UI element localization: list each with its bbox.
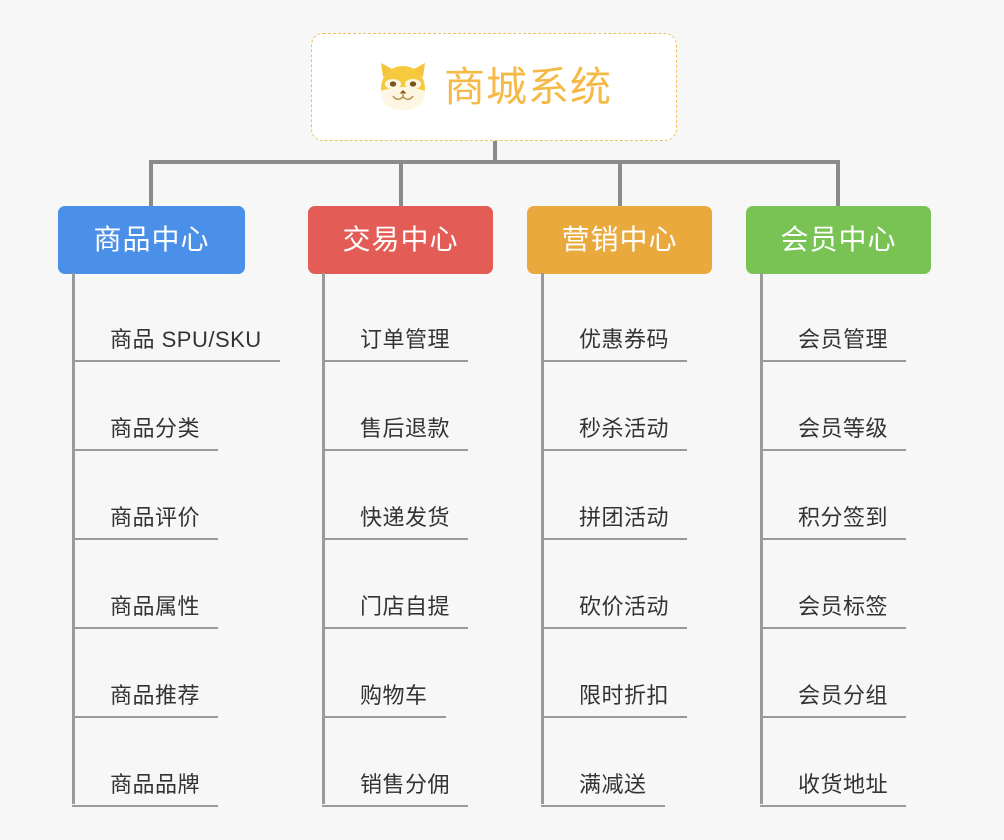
leaf-label: 门店自提 [360, 593, 451, 619]
category-label: 商品中心 [93, 224, 210, 255]
leaf-underline: 商品 SPU/SKU [72, 326, 280, 362]
leaf-underline: 收货地址 [760, 771, 907, 807]
leaf-label: 商品属性 [110, 593, 201, 619]
leaf-label: 会员管理 [798, 326, 889, 352]
leaf-label: 秒杀活动 [579, 415, 670, 441]
leaf-underline: 购物车 [322, 682, 446, 718]
leaf-underline: 商品品牌 [72, 771, 219, 807]
leaf-label: 快递发货 [360, 504, 451, 530]
connector-horizontal-bus [149, 160, 840, 164]
leaf-label: 商品 SPU/SKU [110, 326, 262, 352]
connector-drop-4 [836, 160, 840, 206]
leaf-underline: 商品评价 [72, 504, 219, 540]
category-label: 交易中心 [342, 224, 459, 255]
leaf-underline: 订单管理 [322, 326, 469, 362]
leaf-underline: 满减送 [541, 771, 665, 807]
leaf-label: 满减送 [579, 771, 647, 797]
shiba-dog-face-icon [376, 61, 430, 113]
leaf-underline: 销售分佣 [322, 771, 469, 807]
leaf-label: 积分签到 [798, 504, 889, 530]
category-label: 营销中心 [561, 224, 678, 255]
leaf-underline: 售后退款 [322, 415, 469, 451]
category-box-products[interactable]: 商品中心 [58, 206, 245, 274]
leaf-label: 售后退款 [360, 415, 451, 441]
connector-drop-1 [149, 160, 153, 206]
root-node[interactable]: 商城系统 [311, 33, 677, 141]
leaf-label: 优惠券码 [579, 326, 670, 352]
leaf-label: 会员标签 [798, 593, 889, 619]
leaf-label: 商品分类 [110, 415, 201, 441]
category-box-member[interactable]: 会员中心 [746, 206, 931, 274]
category-box-trade[interactable]: 交易中心 [308, 206, 493, 274]
leaf-underline: 会员分组 [760, 682, 907, 718]
leaf-label: 拼团活动 [579, 504, 670, 530]
leaf-label: 砍价活动 [579, 593, 670, 619]
leaf-underline: 限时折扣 [541, 682, 688, 718]
leaf-label: 收货地址 [798, 771, 889, 797]
connector-root-stem [493, 141, 497, 162]
leaf-underline: 商品推荐 [72, 682, 219, 718]
leaf-underline: 商品分类 [72, 415, 219, 451]
category-box-marketing[interactable]: 营销中心 [527, 206, 712, 274]
leaf-underline: 商品属性 [72, 593, 219, 629]
leaf-underline: 门店自提 [322, 593, 469, 629]
leaf-underline: 快递发货 [322, 504, 469, 540]
leaf-underline: 会员管理 [760, 326, 907, 362]
leaf-label: 商品推荐 [110, 682, 201, 708]
leaf-label: 会员分组 [798, 682, 889, 708]
leaf-label: 商品评价 [110, 504, 201, 530]
leaf-underline: 拼团活动 [541, 504, 688, 540]
leaf-underline: 会员等级 [760, 415, 907, 451]
root-title: 商城系统 [444, 63, 612, 110]
leaf-label: 订单管理 [360, 326, 451, 352]
leaf-underline: 优惠券码 [541, 326, 688, 362]
leaf-underline: 会员标签 [760, 593, 907, 629]
leaf-underline: 砍价活动 [541, 593, 688, 629]
connector-drop-3 [618, 160, 622, 206]
leaf-underline: 秒杀活动 [541, 415, 688, 451]
leaf-label: 会员等级 [798, 415, 889, 441]
leaf-label: 销售分佣 [360, 771, 451, 797]
leaf-label: 购物车 [360, 682, 428, 708]
connector-drop-2 [399, 160, 403, 206]
leaf-label: 商品品牌 [110, 771, 201, 797]
leaf-underline: 积分签到 [760, 504, 907, 540]
category-label: 会员中心 [780, 224, 897, 255]
leaf-label: 限时折扣 [579, 682, 670, 708]
